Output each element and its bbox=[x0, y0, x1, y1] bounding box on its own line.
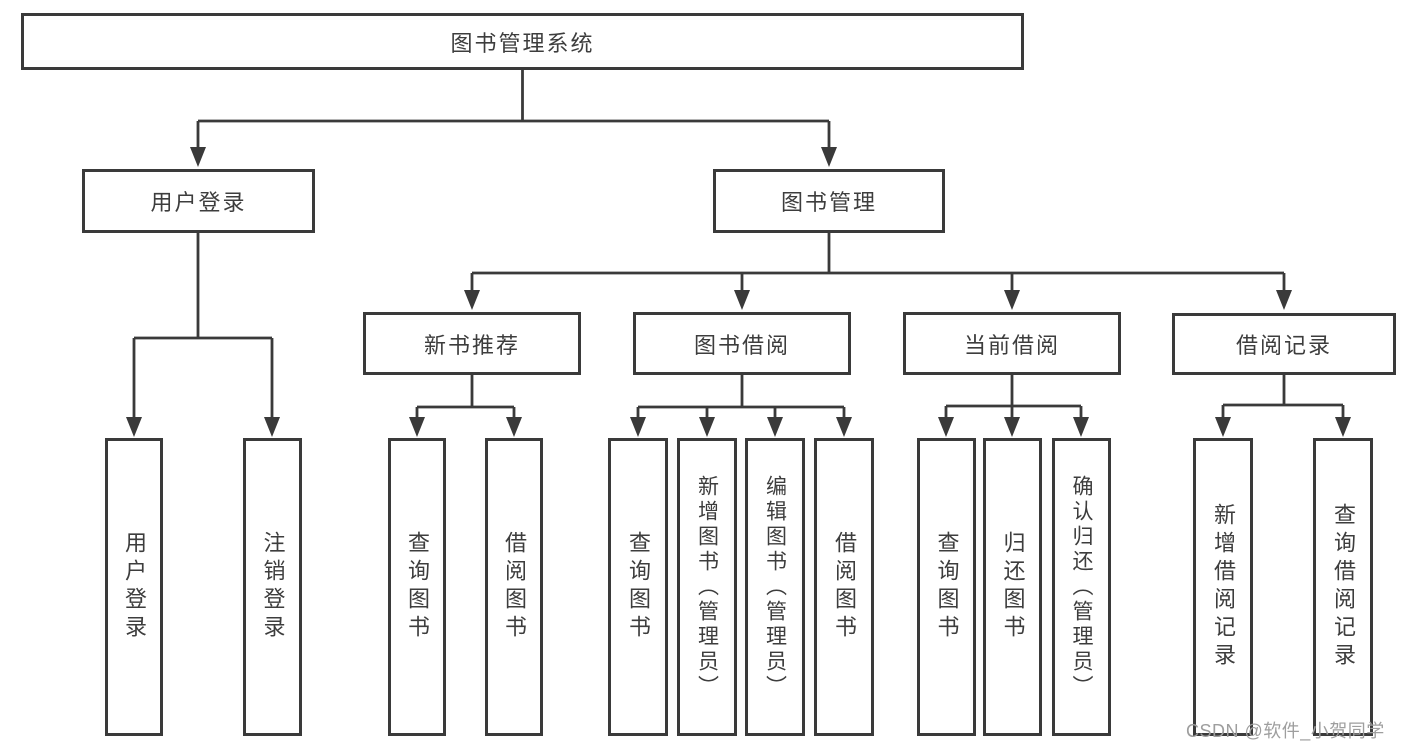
leaf-borrow-books: 借阅图书 bbox=[814, 438, 874, 736]
connector-book-borrow-children bbox=[630, 373, 852, 437]
leaf-query-borrow-record: 查询借阅记录 bbox=[1313, 438, 1373, 736]
connector-book-mgmt-children bbox=[464, 231, 1292, 310]
leaf-logout: 注销登录 bbox=[243, 438, 302, 736]
connector-root-to-level2 bbox=[190, 66, 837, 167]
csdn-watermark: CSDN @软件_小贺同学 bbox=[1186, 721, 1385, 741]
leaf-query-books-current: 查询图书 bbox=[917, 438, 976, 736]
node-current-borrow: 当前借阅 bbox=[903, 312, 1121, 375]
node-book-management: 图书管理 bbox=[713, 169, 945, 233]
leaf-borrow-books-recommend: 借阅图书 bbox=[485, 438, 543, 736]
leaf-query-books-borrow: 查询图书 bbox=[608, 438, 668, 736]
leaf-add-borrow-record: 新增借阅记录 bbox=[1193, 438, 1253, 736]
node-user-login: 用户登录 bbox=[82, 169, 315, 233]
leaf-confirm-return-admin: 确认归还（管理员） bbox=[1052, 438, 1111, 736]
node-book-borrow: 图书借阅 bbox=[633, 312, 851, 375]
node-root-library-system: 图书管理系统 bbox=[21, 13, 1024, 70]
leaf-return-books: 归还图书 bbox=[983, 438, 1042, 736]
leaf-add-book-admin: 新增图书（管理员） bbox=[677, 438, 737, 736]
leaf-user-login: 用户登录 bbox=[105, 438, 163, 736]
node-borrow-records: 借阅记录 bbox=[1172, 313, 1396, 375]
node-new-book-recommend: 新书推荐 bbox=[363, 312, 581, 375]
leaf-edit-book-admin: 编辑图书（管理员） bbox=[745, 438, 805, 736]
connector-borrow-records-children bbox=[1215, 373, 1351, 437]
connector-user-login-children bbox=[126, 231, 280, 437]
leaf-query-books-recommend: 查询图书 bbox=[388, 438, 446, 736]
connector-current-borrow-children bbox=[938, 373, 1089, 437]
connector-new-book-children bbox=[409, 373, 522, 437]
